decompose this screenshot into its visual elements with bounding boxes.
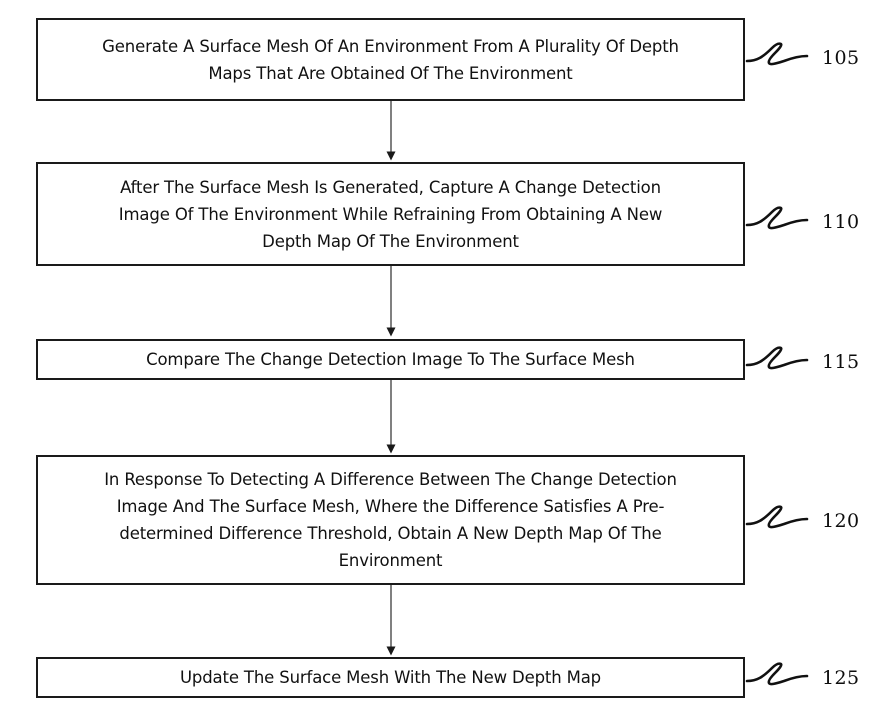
reference-numeral-110: 110 — [822, 211, 860, 233]
leader-line-115 — [745, 346, 809, 370]
process-box-105-label: Generate A Surface Mesh Of An Environmen… — [102, 36, 679, 83]
process-box-125-label: Update The Surface Mesh With The New Dep… — [179, 668, 602, 687]
reference-numeral-125: 125 — [822, 667, 860, 689]
process-box-115[interactable]: Compare The Change Detection Image To Th… — [36, 339, 750, 386]
reference-numeral-105: 105 — [822, 47, 860, 69]
process-box-105[interactable]: Generate A Surface Mesh Of An Environmen… — [36, 18, 750, 107]
process-box-115-label: Compare The Change Detection Image To Th… — [146, 350, 635, 369]
process-box-120[interactable]: In Response To Detecting A Difference Be… — [36, 455, 750, 591]
reference-numeral-115: 115 — [822, 351, 860, 373]
leader-line-120 — [745, 505, 809, 529]
process-box-120-label: In Response To Detecting A Difference Be… — [104, 470, 677, 570]
leader-line-110 — [745, 206, 809, 230]
leader-line-125 — [745, 662, 809, 686]
process-box-110[interactable]: After The Surface Mesh Is Generated, Cap… — [36, 162, 750, 272]
process-box-125[interactable]: Update The Surface Mesh With The New Dep… — [36, 657, 750, 704]
leader-line-105 — [745, 42, 809, 66]
process-box-110-label: After The Surface Mesh Is Generated, Cap… — [118, 177, 663, 251]
reference-numeral-120: 120 — [822, 510, 860, 532]
